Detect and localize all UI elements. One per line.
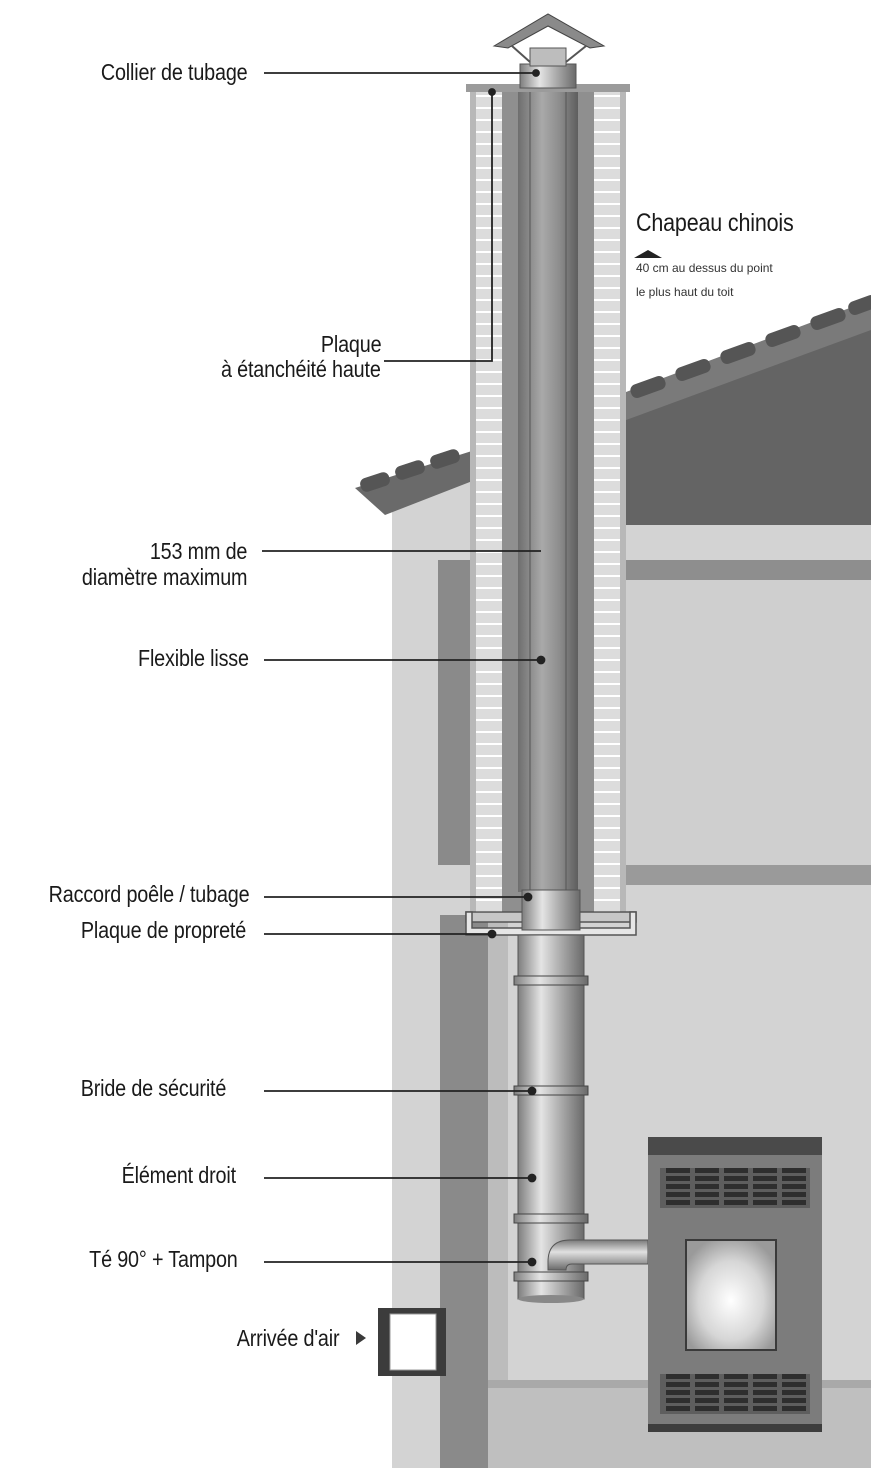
label-raccord: Raccord poêle / tubage: [48, 881, 249, 907]
flexible-liner: [518, 92, 578, 892]
chapeau-chinois: [492, 13, 606, 89]
label-proprete: Plaque de propreté: [80, 917, 246, 943]
label-element: Élément droit: [121, 1162, 236, 1188]
triangle-icon: [634, 250, 662, 258]
leader-lines: [262, 69, 662, 1267]
label-plaque-haute-1: Plaque: [320, 331, 381, 357]
label-flexible: Flexible lisse: [138, 645, 249, 671]
stove: [648, 1137, 822, 1432]
label-bride: Bride de sécurité: [80, 1075, 226, 1101]
flue-pipe: [513, 889, 649, 1303]
air-inlet: [356, 1308, 446, 1376]
label-diametre-2: diamètre maximum: [81, 564, 248, 590]
chapeau-note-1: 40 cm au dessus du point: [636, 261, 773, 275]
roof: [355, 294, 871, 515]
label-collier: Collier de tubage: [100, 59, 247, 85]
label-arrivee-air: Arrivée d'air: [236, 1325, 339, 1351]
chapeau-title: Chapeau chinois: [636, 209, 794, 237]
label-diametre-1: 153 mm de: [149, 538, 248, 564]
chapeau-note-2: le plus haut du toit: [636, 285, 734, 299]
label-te: Té 90° + Tampon: [89, 1246, 239, 1272]
label-plaque-haute-2: à étanchéité haute: [221, 356, 381, 382]
leader-plaque-haute: [384, 90, 493, 362]
